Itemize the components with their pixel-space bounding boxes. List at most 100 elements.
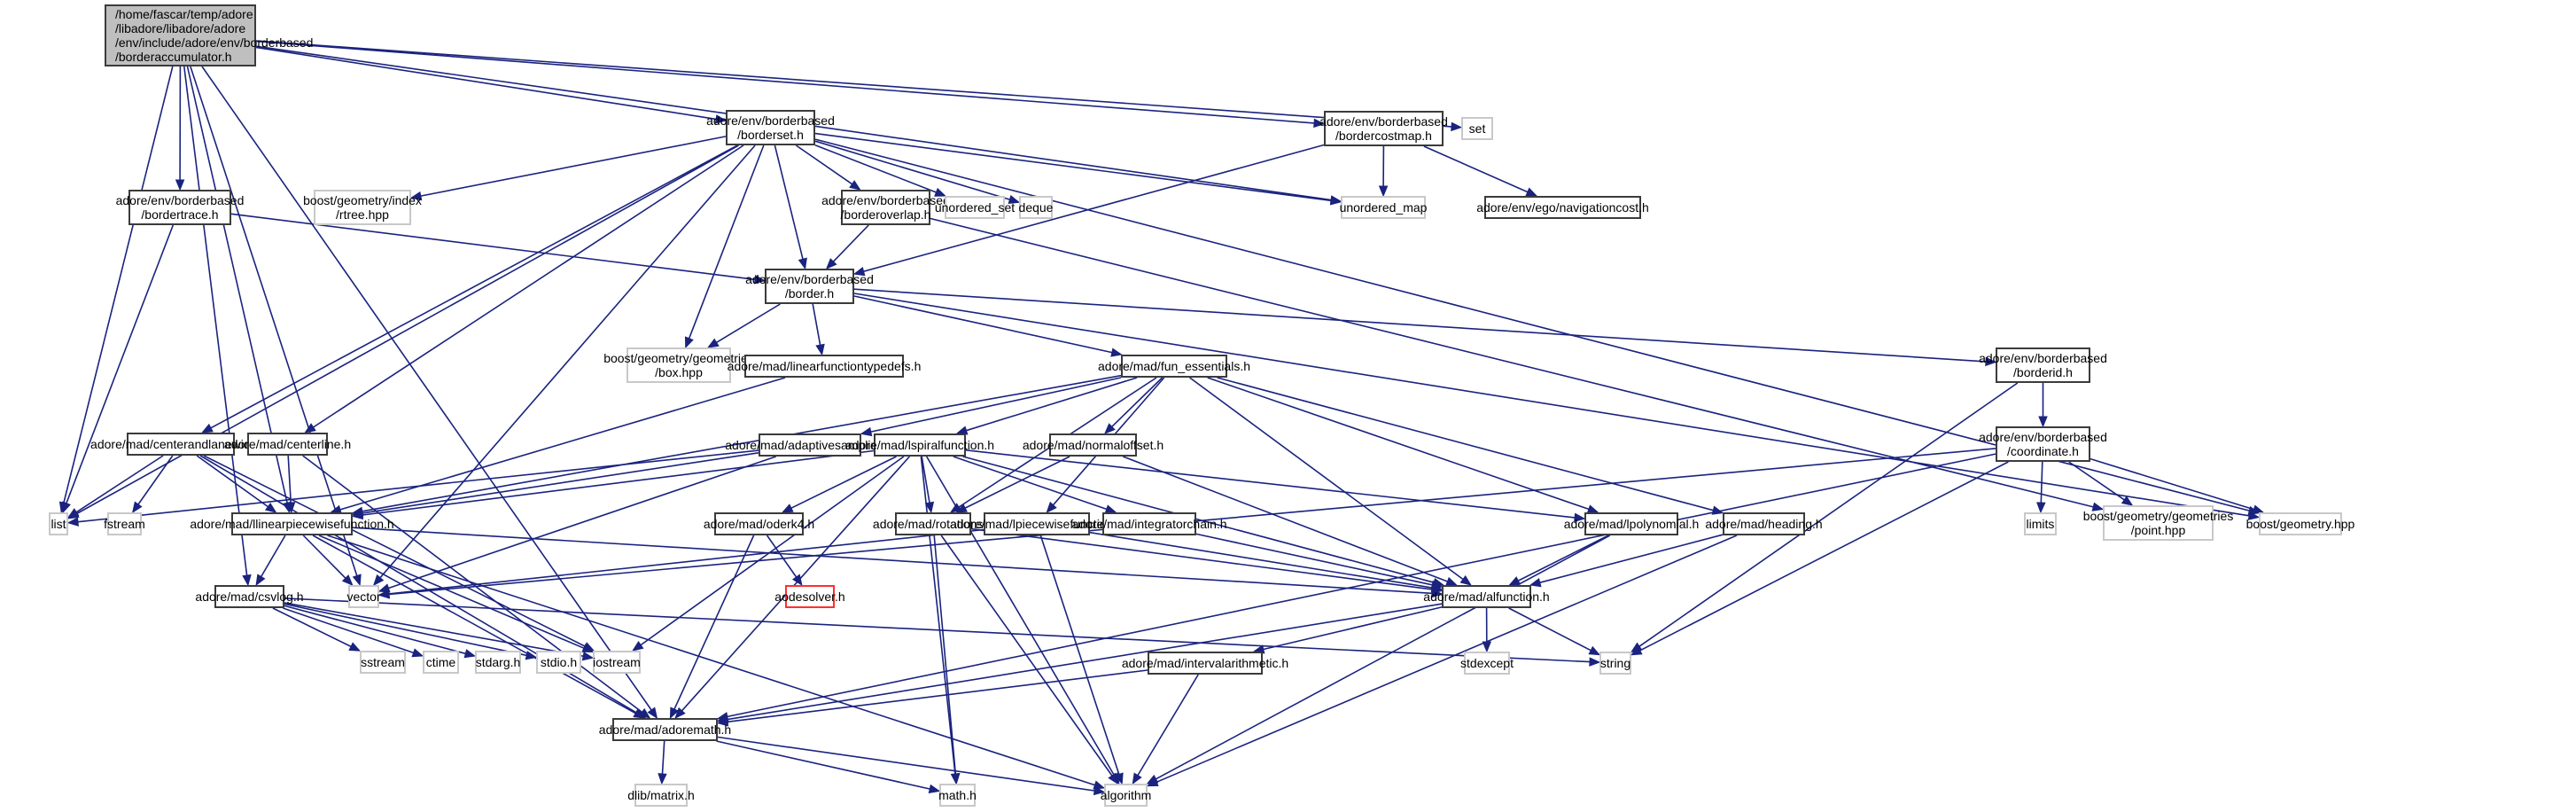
edge-borderset-to-unordered_map [814,132,1332,202]
node-label: adore/mad/oderk4.h [703,517,815,531]
graph-node-algorithm: algorithm [1101,784,1151,807]
node-label: boost/geometry.hpp [2245,517,2355,531]
arrowhead-icon [1508,576,1521,586]
edge-borderset-to-rtree [420,136,727,197]
graph-node-rotations[interactable]: adore/mad/rotations.h [873,512,993,535]
node-label: adore/mad/normaloffset.h [1022,438,1164,452]
graph-node-centerandlanewidth[interactable]: adore/mad/centerandlanewidth.h [90,433,271,456]
edge-fun_essentials-to-llinear [362,374,1122,512]
arrowhead-icon [934,187,946,197]
arrowhead-icon [1114,772,1124,785]
edge-bordercostmap-to-border [863,144,1325,272]
arrowhead-icon [66,517,79,527]
graph-node-borderoverlap[interactable]: adore/env/borderbased /borderoverlap.h [821,190,950,225]
arrowhead-icon [1132,772,1142,785]
edge-llinear-to-csvlog [261,535,286,577]
arrowhead-icon [928,784,941,794]
graph-node-borderset[interactable]: adore/env/borderbased /borderset.h [706,110,835,145]
edge-intervalarithmetic-to-adoremath [727,669,1148,723]
graph-node-intervalarithmetic[interactable]: adore/mad/intervalarithmetic.h [1122,652,1288,675]
edge-adaptivesampling-to-list [77,449,759,523]
edge-border-to-fun_essentials [853,295,1112,354]
graph-node-adaptivesampling[interactable]: adore/mad/adaptivesampling.h [725,433,895,457]
edge-lspiralfunction-to-iostream [640,456,905,646]
graph-node-bordertrace[interactable]: adore/env/borderbased /bordertrace.h [116,190,244,225]
graph-node-navigationcost[interactable]: adore/env/ego/navigationcost.h [1476,196,1649,219]
graph-node-integratorchain[interactable]: adore/mad/integratorchain.h [1071,512,1227,535]
graph-node-alfunction[interactable]: adore/mad/alfunction.h [1423,585,1550,608]
node-label: adore/mad/integratorchain.h [1071,517,1227,531]
edge-lspiralfunction-to-lpolynomial [965,449,1576,519]
node-label: fstream [104,517,145,531]
node-label: adore/env/borderbased /borderset.h [706,113,835,142]
graph-node-root[interactable]: /home/fascar/temp/adore /libadore/libado… [105,4,313,66]
edge-lspiralfunction-to-llinear [362,449,875,516]
graph-node-adoremath[interactable]: adore/mad/adoremath.h [599,718,731,741]
graph-node-lpiecewise[interactable]: adore/mad/lpiecewisefunction.h [950,512,1124,535]
arrowhead-icon [1008,194,1021,204]
graph-node-lftypedefs[interactable]: adore/mad/linearfunctiontypedefs.h [728,355,921,378]
graph-node-normaloffset[interactable]: adore/mad/normaloffset.h [1023,433,1163,457]
graph-node-border[interactable]: adore/env/borderbased /border.h [745,269,874,304]
arrowhead-icon [581,651,595,661]
graph-node-csvlog[interactable]: adore/mad/csvlog.h [195,585,304,608]
edge-borderid-to-string [1638,382,2019,647]
edge-lpiecewise-to-vector [388,528,984,595]
arrowhead-icon [860,426,873,437]
edge-rotations-to-alfunction [970,527,1433,590]
graph-node-heading[interactable]: adore/mad/heading.h [1705,512,1823,535]
edge-root-to-list [63,66,174,504]
arrowhead-icon [2247,511,2261,520]
node-label: iostream [593,655,641,669]
edge-centerandlanewidth-to-llinear [196,455,268,508]
graph-node-coordinate[interactable]: adore/env/borderbased /coordinate.h [1979,426,2107,462]
edge-oderk4-to-aodesolver [766,535,798,578]
arrowhead-icon [2121,496,2134,506]
edge-root-to-llinear [186,66,288,504]
edge-bordertrace-to-border [230,213,756,281]
node-label: adore/env/borderbased /border.h [745,272,874,301]
edge-coordinate-to-point [2068,461,2125,501]
node-label: adore/mad/csvlog.h [195,589,304,604]
edge-coordinate-to-adoremath [727,453,1996,718]
node-label: adore/mad/fun_essentials.h [1098,359,1250,373]
edge-fun_essentials-to-alfunction [1189,377,1464,581]
edge-llinear-to-alfunction [352,527,1433,595]
graph-node-lspiralfunction[interactable]: adore/mad/lspiralfunction.h [845,433,994,457]
edge-fun_essentials-to-heading [1217,377,1714,511]
edge-lspiralfunction-to-integratorchain [953,456,1108,511]
edge-lspiralfunction-to-oderk4 [790,456,897,509]
edge-csvlog-to-iostream [284,602,584,657]
edge-borderset-to-deque [814,140,1010,200]
graph-node-aodesolver: aodesolver.h [774,585,845,608]
arrowhead-icon [1445,576,1458,586]
graph-node-fstream: fstream [104,512,145,535]
edge-lpiecewise-to-algorithm [1039,535,1120,775]
arrowhead-icon [175,179,185,191]
graph-node-unordered-map: unordered_map [1340,196,1427,219]
node-label: vector [346,589,381,604]
arrowhead-icon [849,180,861,191]
node-label: adore/env/borderbased /borderid.h [1979,351,2107,379]
graph-node-oderk4[interactable]: adore/mad/oderk4.h [704,512,814,535]
graph-node-dlibmatrix: dlib/matrix.h [627,784,695,807]
arrowhead-icon [372,574,385,587]
graph-node-llinear[interactable]: adore/mad/llinearpiecewisefunction.h [190,512,394,535]
edge-normaloffset-to-alfunction [1123,456,1448,582]
graph-node-string: string [1599,652,1631,675]
edge-adaptivesampling-to-llinear [362,452,759,514]
node-label: algorithm [1100,788,1152,802]
node-label: adore/env/borderbased /bordercostmap.h [1319,114,1448,143]
node-label: adore/mad/centerline.h [223,437,352,451]
node-label: adore/mad/linearfunctiontypedefs.h [727,359,922,373]
node-label: adore/mad/alfunction.h [1423,589,1550,604]
graph-node-borderid[interactable]: adore/env/borderbased /borderid.h [1979,347,2107,383]
graph-node-fun-essentials[interactable]: adore/mad/fun_essentials.h [1098,355,1250,378]
edge-root-to-csvlog [183,66,248,576]
node-label: math.h [938,788,977,802]
graph-node-bordercostmap[interactable]: adore/env/borderbased /bordercostmap.h [1319,111,1448,146]
edge-fun_essentials-to-normaloffset [1111,377,1163,427]
arrowhead-icon [255,574,266,587]
graph-node-centerline[interactable]: adore/mad/centerline.h [224,433,351,456]
graph-node-lpolynomial[interactable]: adore/mad/lpolynomial.h [1564,512,1699,535]
